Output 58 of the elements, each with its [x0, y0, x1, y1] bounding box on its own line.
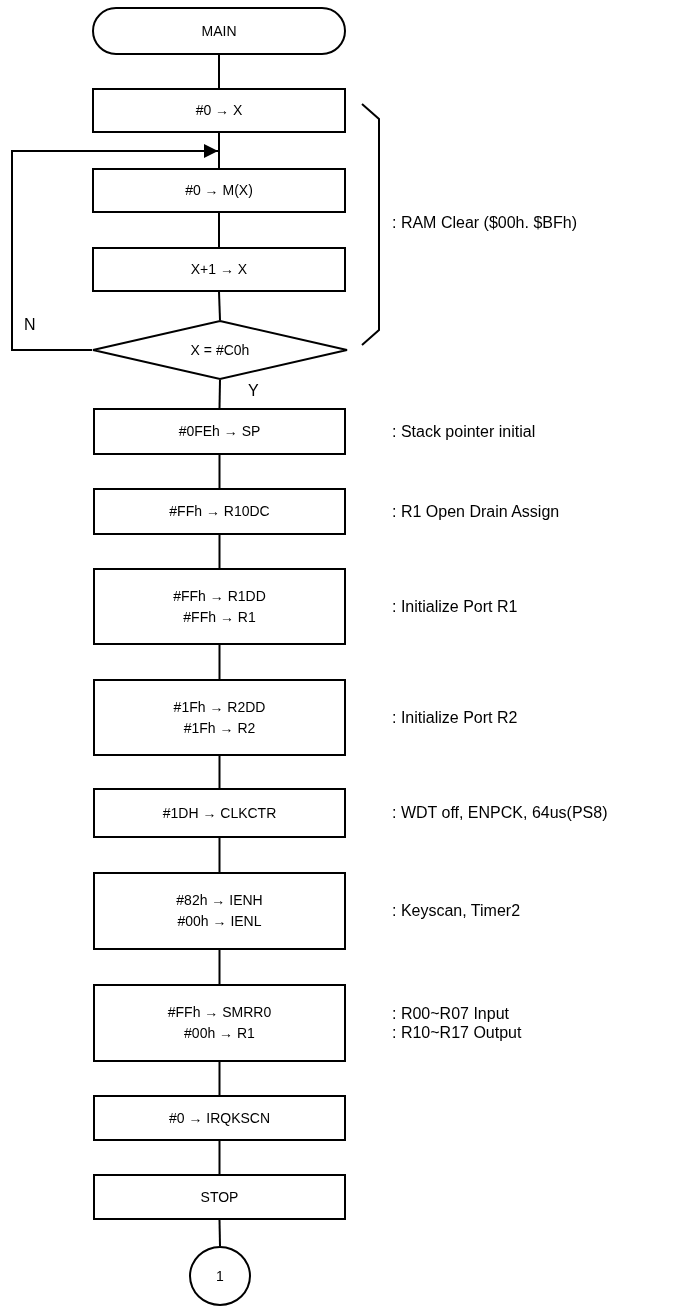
node-text: #0 → X	[195, 101, 243, 120]
connector-line	[218, 1140, 221, 1175]
node-text: #0 → M(X)	[185, 181, 253, 200]
process-box	[93, 568, 346, 645]
process-box	[93, 1174, 346, 1220]
node-text: #1Fh → R2DD	[173, 697, 266, 717]
comment-text: : Stack pointer initial	[392, 421, 536, 442]
process-box	[93, 788, 346, 838]
connector-line	[218, 837, 221, 873]
comment-text: : R1 Open Drain Assign	[392, 501, 560, 522]
comment-text: : Keyscan, Timer2	[392, 901, 521, 921]
node-text: #FFh → R1	[183, 607, 256, 627]
comment-text: : RAM Clear ($00h. $BFh)	[392, 213, 577, 233]
process-box	[93, 408, 346, 455]
node-text: MAIN	[201, 21, 237, 41]
node-text: STOP	[200, 1187, 239, 1207]
process-box	[93, 984, 346, 1062]
process-box	[92, 168, 346, 213]
connector-line	[218, 454, 221, 489]
comment-text: : Initialize Port R1	[392, 596, 518, 617]
connector-line	[218, 291, 221, 321]
arrow	[11, 144, 219, 351]
process-box	[92, 247, 346, 292]
connector-line	[218, 1061, 221, 1096]
process-box	[93, 1095, 346, 1141]
terminal-shape	[92, 7, 346, 55]
node-text: #00h → R1	[184, 1024, 255, 1043]
process-box	[93, 679, 346, 756]
node-text: X+1 → X	[190, 260, 248, 279]
connector-circle	[189, 1246, 251, 1306]
node-text: #0 → IRQKSCN	[168, 1108, 271, 1128]
connector-line	[218, 212, 220, 248]
connector-line	[218, 132, 220, 169]
connector-line	[218, 644, 221, 680]
node-text: X = #C0h	[190, 340, 250, 360]
comment-text: : R10~R17 Output	[392, 1023, 522, 1043]
node-text: #82h → IENH	[176, 891, 263, 910]
process-box	[93, 488, 346, 535]
node-text: #FFh → R1DD	[173, 586, 266, 606]
decision-diamond	[92, 320, 348, 380]
node-text: 1	[216, 1266, 224, 1286]
node-text: #1Fh → R2	[183, 718, 256, 738]
connector-line	[218, 54, 220, 89]
node-text: #0FEh → SP	[178, 422, 261, 441]
comment-text: : WDT off, ENPCK, 64us(PS8)	[392, 803, 608, 823]
comment-text: : R00~R07 Input	[392, 1003, 510, 1023]
node-text: #FFh → SMRR0	[167, 1003, 272, 1022]
node-text: #00h → IENL	[177, 912, 262, 931]
process-box	[92, 88, 346, 133]
node-text: #FFh → R10DC	[169, 502, 270, 521]
connector-line	[218, 1219, 221, 1247]
connector-line	[218, 755, 221, 789]
connector-line	[218, 534, 221, 569]
connector-line	[218, 949, 221, 985]
connector-line	[218, 379, 221, 409]
process-box	[93, 872, 346, 950]
comment-text: : Initialize Port R2	[392, 707, 518, 728]
node-text: #1DH → CLKCTR	[162, 803, 277, 823]
